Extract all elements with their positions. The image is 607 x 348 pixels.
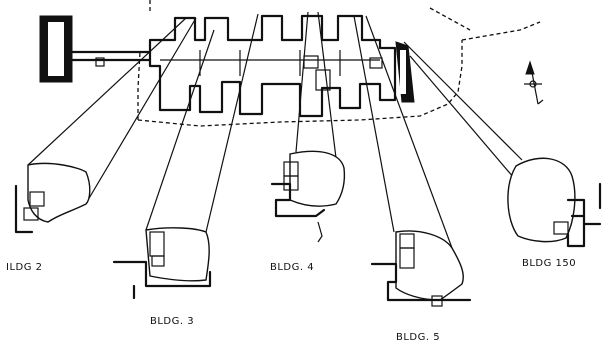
bldg150-plan-inner (400, 50, 406, 94)
bldg150-label: BLDG 150 (522, 258, 577, 269)
property-boundary (137, 40, 463, 127)
bldg2-label: ILDG 2 (6, 262, 43, 273)
main-complex (148, 14, 397, 118)
bldg3-detail (112, 227, 212, 300)
bldg4-label: BLDG. 4 (270, 262, 315, 273)
bldg4-detail (270, 150, 346, 243)
site-plan-overview (39, 0, 541, 127)
bldg5-label: BLDG. 5 (396, 332, 441, 343)
bldg5-detail (370, 230, 472, 307)
projection-lines (27, 11, 561, 249)
bldg150-detail (507, 157, 602, 248)
outlying-building-inner (48, 22, 64, 76)
bldg3-label: BLDG. 3 (150, 316, 195, 327)
north-arrow-icon (524, 60, 544, 105)
bldg2-detail (14, 162, 91, 234)
small-annex (95, 57, 105, 67)
